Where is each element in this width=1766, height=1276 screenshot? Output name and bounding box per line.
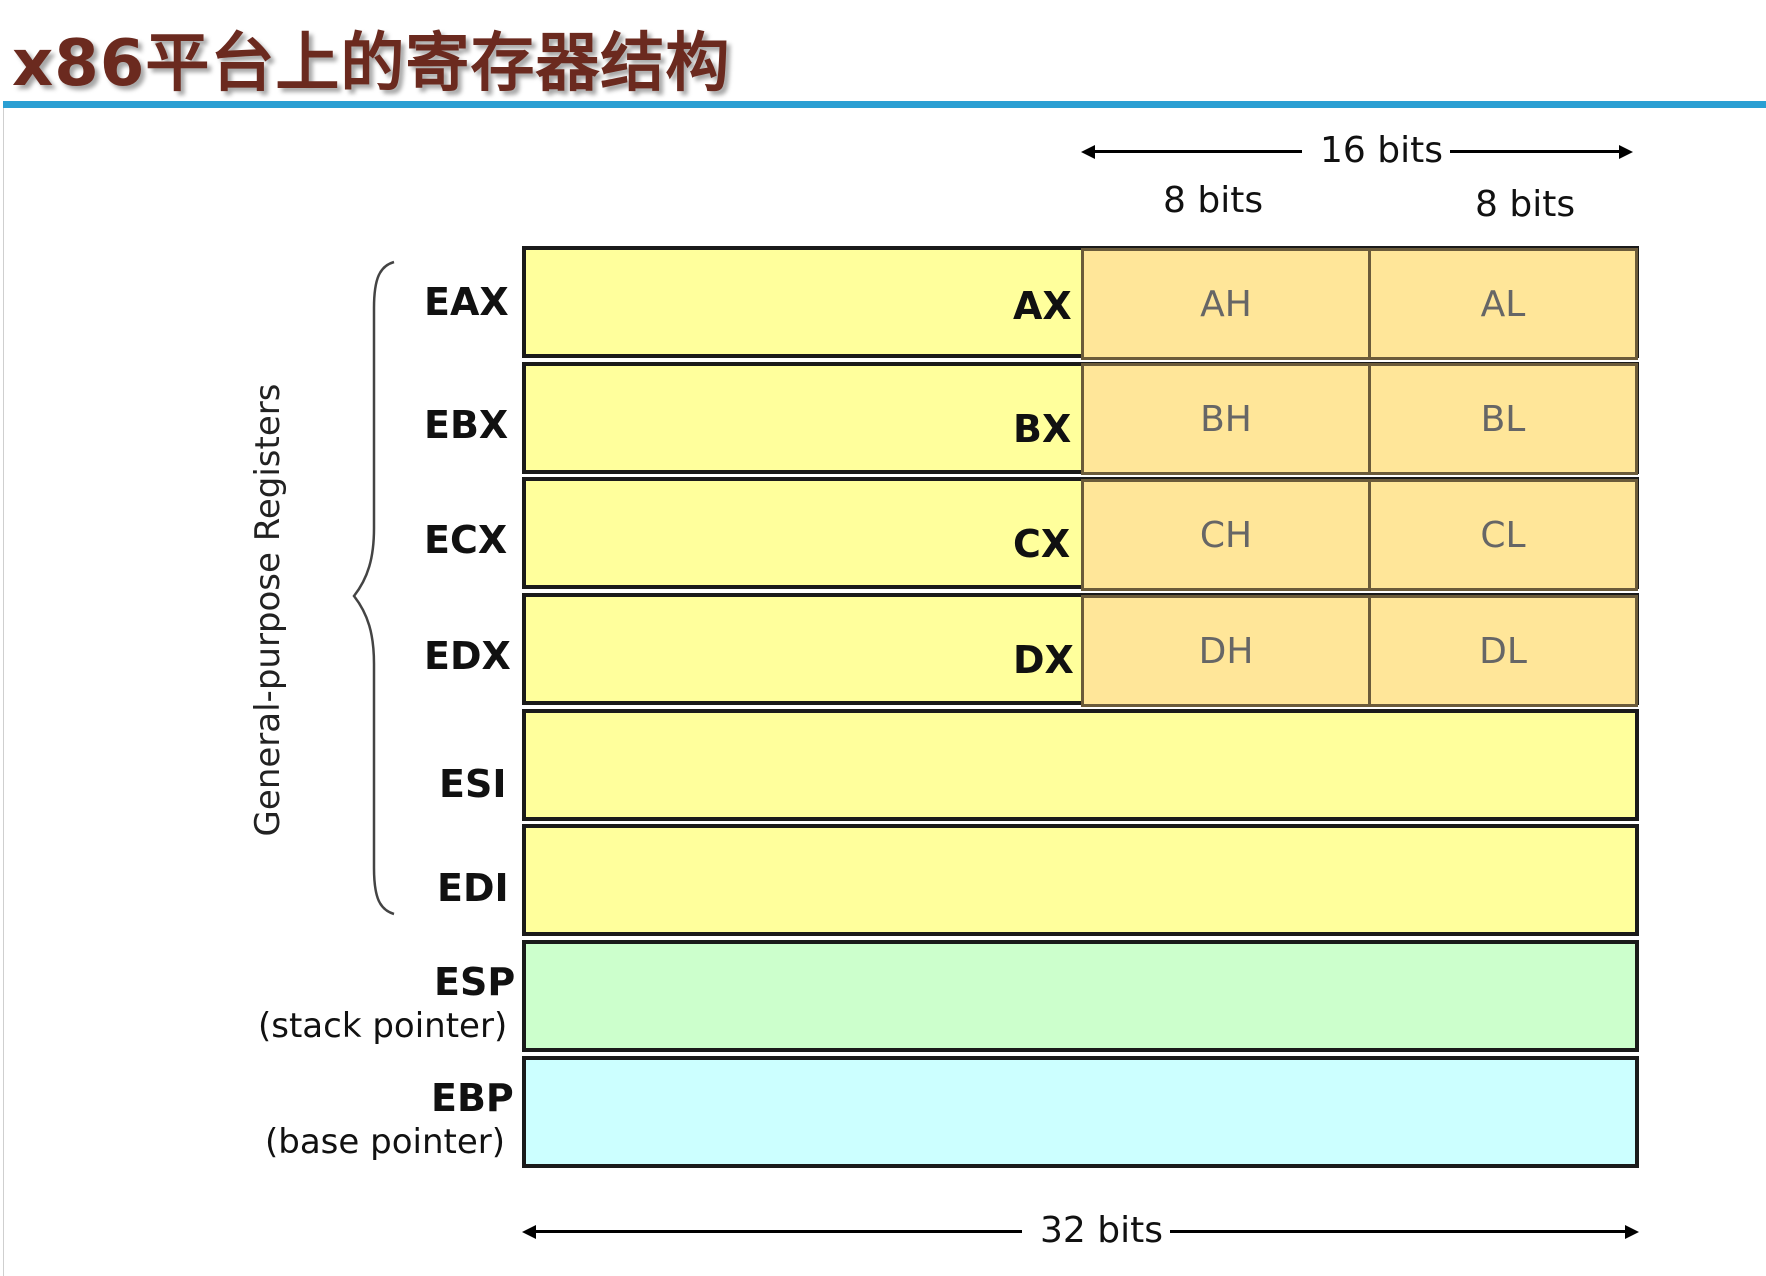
register-name-eax: EAX [424,280,509,324]
sixteen-bit-name-ax: AX [1013,284,1072,328]
sixteen-bit-name-cx: CX [1013,522,1071,566]
byte-cell-ah: AH [1081,248,1371,360]
register-row-edi [522,824,1639,936]
slide-title: x86平台上的寄存器结构 [12,27,731,101]
register-name-ebx: EBX [424,403,509,447]
register-name-ebp: EBP [431,1076,514,1120]
arrow-right-head-icon [1619,145,1633,159]
arrow-left-head-icon [1081,145,1095,159]
byte-cell-cl: CL [1368,479,1638,591]
sixteen-bit-name-bx: BX [1013,407,1072,451]
general-purpose-label: General-purpose Registers [248,383,288,837]
arrow-line-left [532,1230,1022,1233]
register-desc-ebp: (base pointer) [265,1122,505,1162]
register-name-esi: ESI [439,762,507,806]
byte-cell-al: AL [1368,248,1638,360]
register-row-esp [522,940,1639,1052]
arrow-line-right [1450,150,1620,153]
byte-cell-dh: DH [1081,595,1371,707]
eight-bits-left-label: 8 bits [1163,180,1264,221]
curly-brace-icon [352,260,395,916]
byte-cell-bh: BH [1081,363,1371,475]
title-rule [3,101,1766,108]
byte-cell-bl: BL [1368,363,1638,475]
arrow-left-head-icon [522,1225,536,1239]
byte-cell-dl: DL [1368,595,1638,707]
sixteen-bit-name-dx: DX [1013,638,1074,682]
register-name-edi: EDI [437,866,509,910]
register-desc-esp: (stack pointer) [258,1006,508,1046]
arrow-line-left [1090,150,1302,153]
eight-bits-right-label: 8 bits [1475,184,1576,225]
byte-cell-ch: CH [1081,479,1371,591]
arrow-right-head-icon [1625,1225,1639,1239]
register-name-edx: EDX [424,634,511,678]
register-row-esi [522,709,1639,821]
register-name-ecx: ECX [424,518,508,562]
register-name-esp: ESP [434,960,516,1004]
sixteen-bits-label: 16 bits [1320,130,1443,171]
left-border [3,108,4,1276]
thirty-two-bits-label: 32 bits [1040,1210,1163,1251]
register-row-ebp [522,1056,1639,1168]
arrow-line-right [1170,1230,1630,1233]
